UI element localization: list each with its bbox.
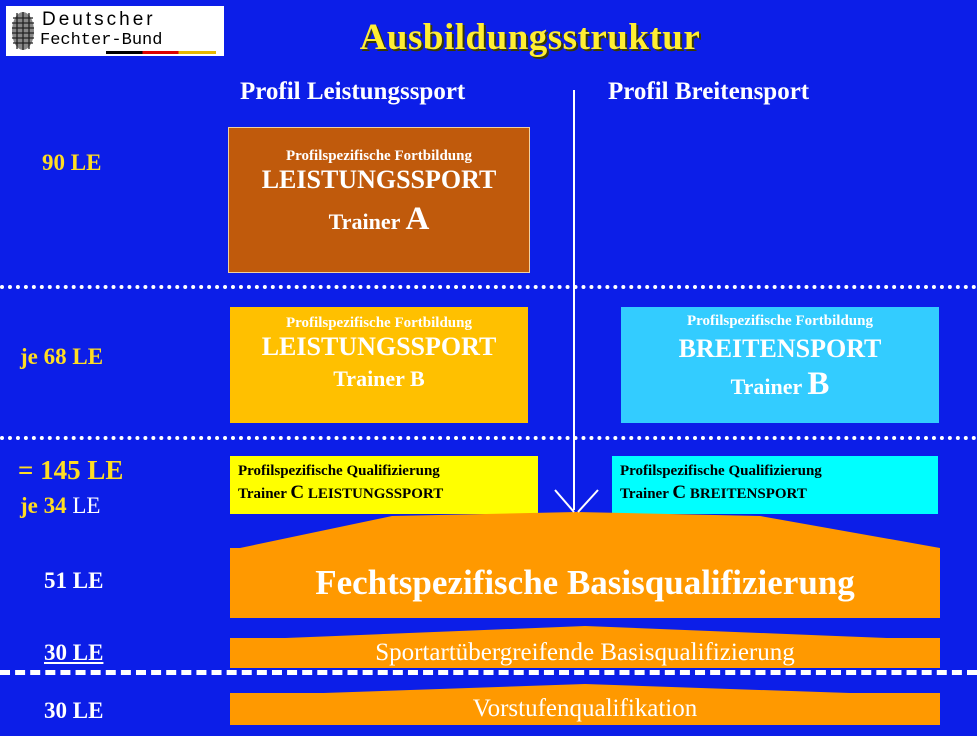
box-trainer-c-leistung-trainer-word: Trainer	[238, 486, 287, 502]
box-trainer-c-leistung-profile: LEISTUNGSSPORT	[307, 486, 444, 502]
dfb-logo: Deutscher Fechter-Bund	[6, 6, 224, 56]
box-trainer-a-trainer-word: Trainer	[328, 209, 400, 234]
logo-flag-stripe	[106, 51, 216, 54]
bar-sportartuebergreifende-basisqualifizierung: Sportartübergreifende Basisqualifizierun…	[230, 638, 940, 668]
box-trainer-a-profile: LEISTUNGSSPORT	[261, 165, 497, 194]
slide-title: Ausbildungsstruktur	[359, 17, 701, 58]
box-trainer-a-leistungssport: Profilspezifische Fortbildung LEISTUNGSS…	[228, 127, 530, 273]
le-label-30-sportart: 30 LE	[44, 640, 104, 665]
separator-dashed	[0, 670, 977, 675]
logo-line-1: Deutscher	[42, 9, 156, 30]
box-trainer-c-breiten-line1: Profilspezifische Qualifizierung	[620, 463, 822, 479]
le-label-30-vorstufe: 30 LE	[44, 698, 104, 723]
column-divider	[573, 90, 575, 510]
box-trainer-b-leistungssport: Profilspezifische Fortbildung LEISTUNGSS…	[230, 307, 528, 423]
box-trainer-a-subtitle: Profilspezifische Fortbildung	[286, 148, 472, 164]
box-trainer-b-breiten-profile: BREITENSPORT	[678, 334, 882, 363]
le-label-68: je 68 LE	[20, 344, 104, 369]
box-trainer-b-breiten-trainer-word: Trainer	[730, 374, 802, 399]
box-trainer-b-breiten-subtitle: Profilspezifische Fortbildung	[687, 313, 873, 329]
column-header-breitensport: Profil Breitensport	[608, 78, 810, 105]
le-label-34: je 34 LE	[20, 493, 100, 519]
le-label-145: = 145 LE	[18, 455, 124, 485]
box-trainer-b-leistung-label: Trainer B	[333, 366, 425, 391]
arrow-fecht-to-c	[240, 512, 940, 548]
le-label-51: 51 LE	[44, 568, 104, 593]
box-trainer-c-leistung-line2: Trainer C LEISTUNGSSPORT	[238, 482, 538, 505]
box-trainer-b-leistung-profile: LEISTUNGSSPORT	[261, 332, 497, 361]
bar-vorstufenqualifikation: Vorstufenqualifikation	[230, 693, 940, 725]
box-trainer-c-leistung-level: C	[290, 482, 305, 503]
bar-fechtspezifische-basisqualifizierung: Fechtspezifische Basisqualifizierung	[230, 548, 940, 618]
box-trainer-b-breiten-level: B	[807, 366, 830, 402]
separator-row-2	[0, 436, 977, 440]
box-trainer-b-breiten-label: Trainer B	[621, 366, 939, 403]
le-label-34-value: je 34	[20, 493, 67, 518]
le-label-34-unit: LE	[72, 493, 101, 518]
box-trainer-c-breiten-trainer-word: Trainer	[620, 486, 669, 502]
column-header-leistungssport: Profil Leistungssport	[240, 78, 466, 105]
box-trainer-c-breitensport: Profilspezifische Qualifizierung Trainer…	[612, 456, 938, 514]
fencer-mask-icon	[12, 12, 34, 50]
box-trainer-b-breitensport: Profilspezifische Fortbildung BREITENSPO…	[621, 307, 939, 423]
arrow-sportart-to-fecht	[236, 626, 936, 640]
le-label-90: 90 LE	[42, 150, 102, 175]
logo-line-2: Fechter-Bund	[40, 31, 163, 50]
box-trainer-c-breiten-line2: Trainer C BREITENSPORT	[620, 482, 938, 505]
box-trainer-c-breiten-level: C	[672, 482, 687, 503]
box-trainer-a-level: A	[405, 201, 430, 237]
box-trainer-c-leistung-line1: Profilspezifische Qualifizierung	[238, 463, 440, 479]
box-trainer-a-label: Trainer A	[229, 201, 529, 238]
box-trainer-c-leistungssport: Profilspezifische Qualifizierung Trainer…	[230, 456, 538, 514]
box-trainer-b-leistung-subtitle: Profilspezifische Fortbildung	[286, 315, 472, 331]
box-trainer-c-breiten-profile: BREITENSPORT	[689, 486, 807, 502]
separator-row-1	[0, 285, 977, 289]
